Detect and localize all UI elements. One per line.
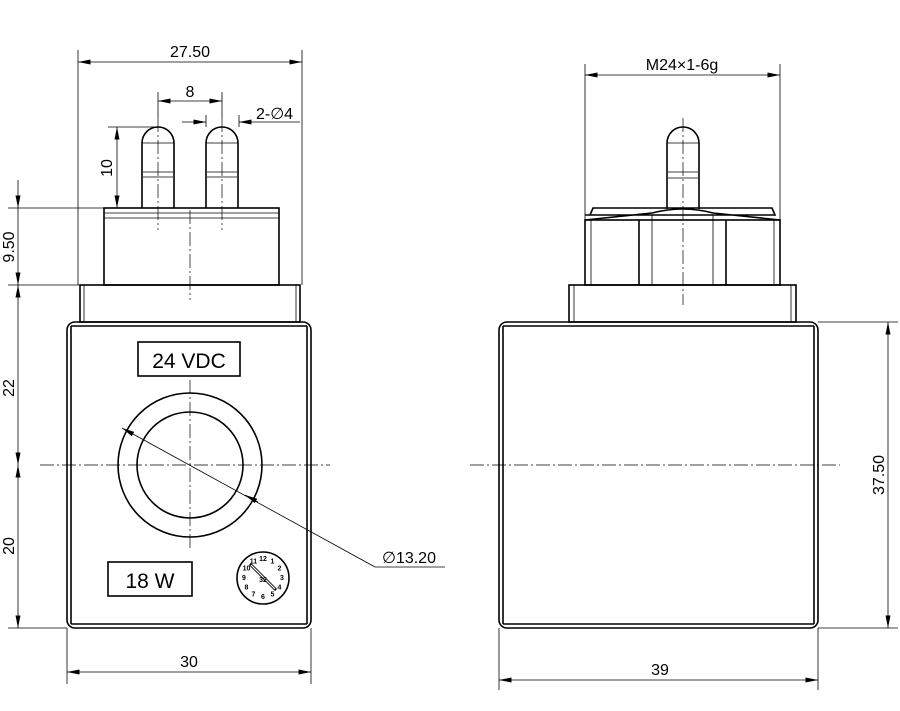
side-view [470,118,840,629]
dim-lower-body: 20 [1,537,18,555]
date-wheel-number: 10 [243,566,251,573]
dim-upper-body: 22 [1,379,18,397]
dim-side-height: 37.50 [871,455,888,495]
date-wheel-number: 3 [280,575,284,582]
dim-bore-diameter: ∅13.20 [382,550,436,567]
date-wheel-number: 2 [278,566,282,573]
date-wheel-number: 8 [245,585,249,592]
date-wheel-number: 12 [259,556,267,563]
dim-thread: M24×1-6g [646,57,719,74]
date-wheel-number: 7 [252,592,256,599]
coil-body-side [498,321,819,629]
date-wheel-center: 32 [259,577,267,584]
hex-nut [584,207,781,286]
power-label: 18 W [125,570,174,593]
date-wheel-number: 9 [242,575,246,582]
dim-pin-diameter: 2-∅4 [256,106,293,123]
date-wheel-number: 11 [250,559,258,566]
bore-outer [117,392,263,538]
dim-pin-spacing: 8 [186,84,195,101]
flange [79,284,301,323]
date-wheel-number: 6 [261,594,265,601]
bore-inner [136,411,244,519]
voltage-label: 24 VDC [152,350,226,373]
dimensions: 27.50 8 2-∅4 10 9.50 22 20 ∅13.20 30 [1,44,898,690]
dim-side-width: 39 [651,662,669,679]
voltage-label-box [137,341,241,377]
connector-block [103,207,280,286]
dim-front-width: 30 [180,654,198,671]
dim-pin-height: 10 [99,159,116,177]
date-wheel-number: 5 [271,592,275,599]
dim-block-height: 9.50 [1,231,18,262]
power-label-box [107,561,193,597]
dim-top-width: 27.50 [170,44,210,61]
date-wheel-number: 1 [271,559,275,566]
date-wheel-number: 4 [278,585,282,592]
flange-side [568,284,797,323]
